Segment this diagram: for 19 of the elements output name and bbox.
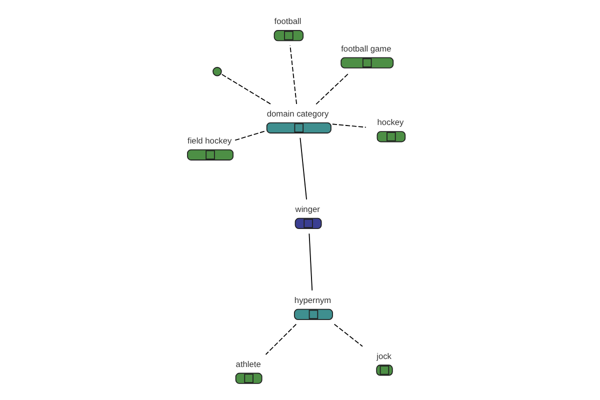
node-label: domain category <box>266 108 328 118</box>
connector <box>234 130 264 141</box>
connector <box>308 233 312 291</box>
connector <box>264 324 296 355</box>
node-label: jock <box>376 350 391 361</box>
node-label: football <box>274 16 301 26</box>
node-label: hypernym <box>294 295 331 306</box>
connector <box>332 124 366 128</box>
node-label: field hockey <box>187 135 232 146</box>
node-label: athlete <box>235 358 260 369</box>
node-label: football game <box>340 43 391 54</box>
node-circle <box>212 66 222 76</box>
connector <box>315 72 350 105</box>
node-label: hockey <box>376 117 404 128</box>
node-label: winger <box>294 204 320 214</box>
connector <box>289 44 297 104</box>
connector <box>333 324 362 347</box>
connector <box>220 73 270 104</box>
connector <box>299 137 307 200</box>
